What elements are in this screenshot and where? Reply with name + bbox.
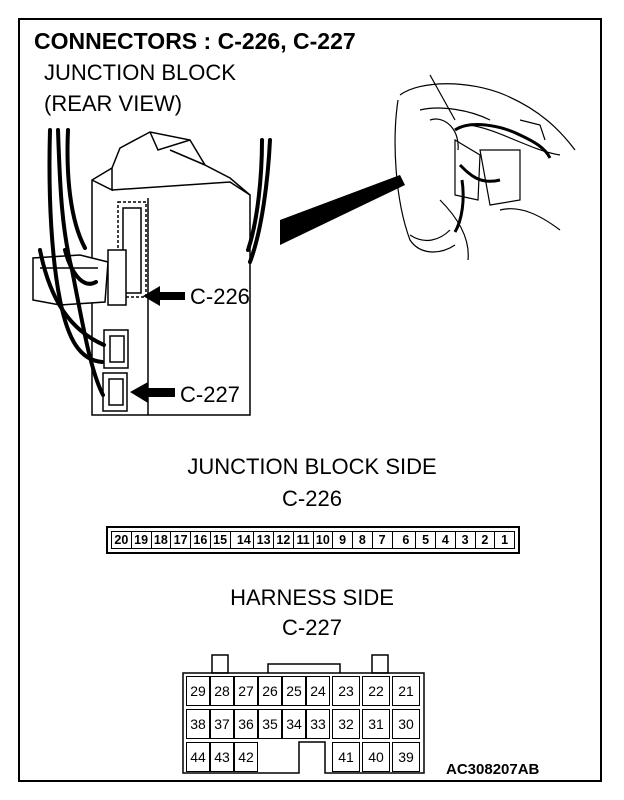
c227-side-label: HARNESS SIDE [230,585,394,610]
c227-pin: 22 [362,676,390,706]
c226-connector-name: C-226 [282,486,342,511]
c226-pin: 19 [132,532,152,548]
c226-pin: 12 [274,532,294,548]
c227-pin: 27 [234,676,258,706]
c227-pin: 41 [332,742,360,772]
c226-callout-label: C-226 [190,284,250,309]
c227-pin: 32 [332,709,360,739]
c227-pin: 39 [392,742,420,772]
c226-pin: 1 [501,533,509,547]
diagram-frame [18,18,602,782]
c227-pin: 35 [258,709,282,739]
c226-pin: 20 [112,532,132,548]
c227-connector-name: C-227 [282,615,342,640]
page-title: CONNECTORS : C-226, C-227 [34,28,356,54]
c227-pin: 23 [332,676,360,706]
c227-pin: 43 [210,742,234,772]
c227-pin: 21 [392,676,420,706]
c227-pin: 24 [306,676,330,706]
c227-callout-label: C-227 [180,382,240,407]
c227-pin: 44 [186,742,210,772]
c227-pin: 29 [186,676,210,706]
c226-pin: 11 [294,532,314,548]
c227-pin: 36 [234,709,258,739]
c226-pin: 17 [171,532,191,548]
c226-pin: 18 [152,532,172,548]
junction-block-view-label: (REAR VIEW) [44,91,183,116]
c227-pin: 40 [362,742,390,772]
c227-pin: 31 [362,709,390,739]
c227-pin: 26 [258,676,282,706]
c226-pin: 3 [456,532,476,548]
c226-pin: 13 [254,532,274,548]
junction-block-label: JUNCTION BLOCK [44,60,236,85]
c227-pin: 34 [282,709,306,739]
c226-pin: 5 [416,532,436,548]
c227-pin: 30 [392,709,420,739]
c227-pin: 38 [186,709,210,739]
c226-pin: 9 [333,532,353,548]
c226-pin: 6 [397,532,417,548]
c226-pin: 7 [373,532,393,548]
c226-pin: 16 [191,532,211,548]
reference-code: AC308207AB [446,761,540,778]
c226-pin: 4 [436,532,456,548]
c227-pin: 28 [210,676,234,706]
c226-pin: 8 [353,532,373,548]
c226-pin: 14 [235,532,255,548]
c227-pin: 33 [306,709,330,739]
c227-pin: 37 [210,709,234,739]
c226-pin: 2 [476,532,496,548]
c226-side-label: JUNCTION BLOCK SIDE [187,454,437,479]
c226-pin: 15 [211,532,231,548]
c227-pin: 25 [282,676,306,706]
c226-pin: 10 [314,532,334,548]
c227-pin: 42 [234,742,258,772]
